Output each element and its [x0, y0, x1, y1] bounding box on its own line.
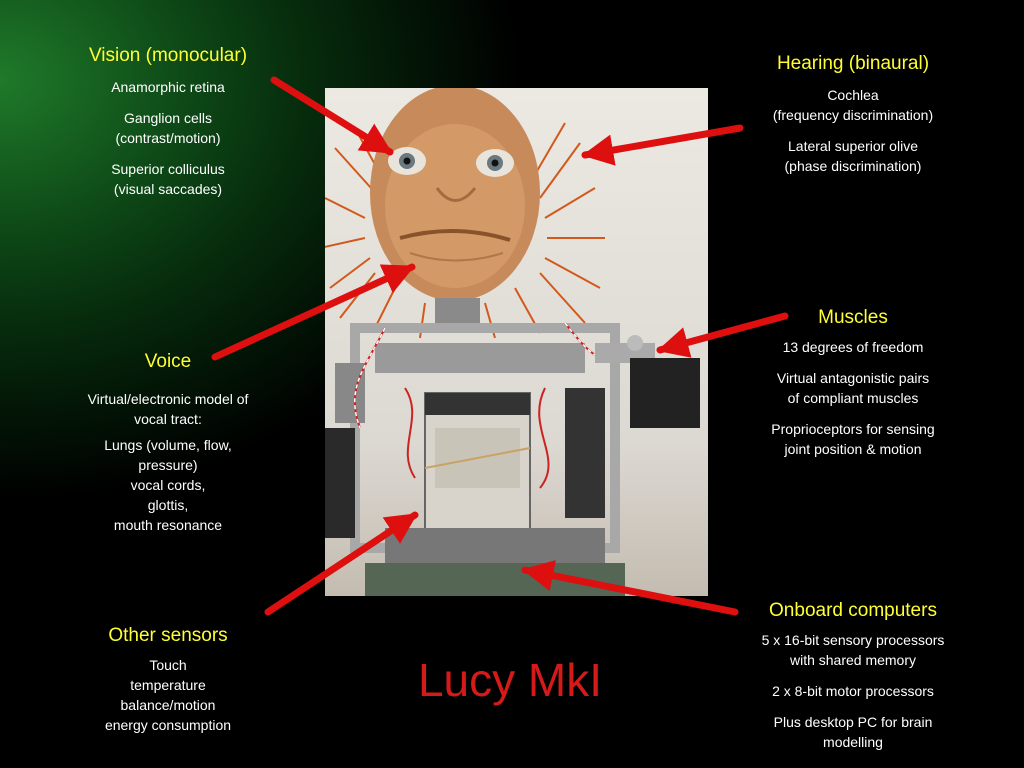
- onboard-computers-heading: Onboard computers: [769, 600, 937, 621]
- voice-heading: Voice: [144, 351, 192, 372]
- arrow-other-sensors: [264, 511, 419, 616]
- arrow-hearing: [581, 124, 744, 166]
- other-sensors-section: Other sensors Touch temperature balance/…: [58, 624, 278, 735]
- hair: [325, 122, 605, 339]
- slide-title: Lucy MkI: [417, 654, 603, 706]
- vision-item: Anamorphic retina: [111, 79, 225, 95]
- arrow-vision: [270, 76, 394, 156]
- onboard-computers-section: Onboard computers 5 x 16-bit sensory pro…: [728, 599, 978, 752]
- muscles-section: Muscles 13 degrees of freedom Virtual an…: [738, 306, 968, 470]
- onboard-computers-item: 5 x 16-bit sensory processors with share…: [761, 632, 945, 668]
- voice-item: Virtual/electronic model of vocal tract:: [87, 391, 249, 427]
- hearing-item: Cochlea (frequency discrimination): [772, 87, 934, 123]
- arrow-onboard-computers: [521, 560, 739, 616]
- other-sensors-heading: Other sensors: [108, 625, 228, 646]
- vision-heading: Vision (monocular): [88, 45, 248, 66]
- onboard-computers-item: 2 x 8-bit motor processors: [772, 683, 934, 699]
- arrow-voice: [211, 263, 416, 361]
- muscles-item: Proprioceptors for sensing joint positio…: [771, 421, 935, 457]
- vision-section: Vision (monocular) Anamorphic retina Gan…: [58, 44, 278, 210]
- muscles-heading: Muscles: [818, 307, 888, 328]
- onboard-computers-item: Plus desktop PC for brain modelling: [773, 714, 933, 750]
- hearing-section: Hearing (binaural) Cochlea (frequency di…: [738, 52, 968, 187]
- muscles-item: Virtual antagonistic pairs of compliant …: [776, 370, 930, 406]
- robot-illustration: [325, 88, 700, 596]
- voice-section: Voice Virtual/electronic model of vocal …: [58, 350, 278, 546]
- mouth: [399, 228, 511, 242]
- muscles-item: 13 degrees of freedom: [782, 339, 924, 355]
- hearing-heading: Hearing (binaural): [776, 53, 930, 74]
- vision-item: Superior colliculus (visual saccades): [111, 161, 225, 197]
- robot-photo: [325, 88, 708, 596]
- arrow-muscles: [656, 312, 789, 358]
- voice-item: Lungs (volume, flow, pressure) vocal cor…: [104, 437, 232, 533]
- hearing-item: Lateral superior olive (phase discrimina…: [784, 138, 922, 174]
- other-sensors-item: Touch temperature balance/motion energy …: [104, 657, 232, 733]
- vision-item: Ganglion cells (contrast/motion): [115, 110, 221, 146]
- arm-servo: [630, 358, 700, 428]
